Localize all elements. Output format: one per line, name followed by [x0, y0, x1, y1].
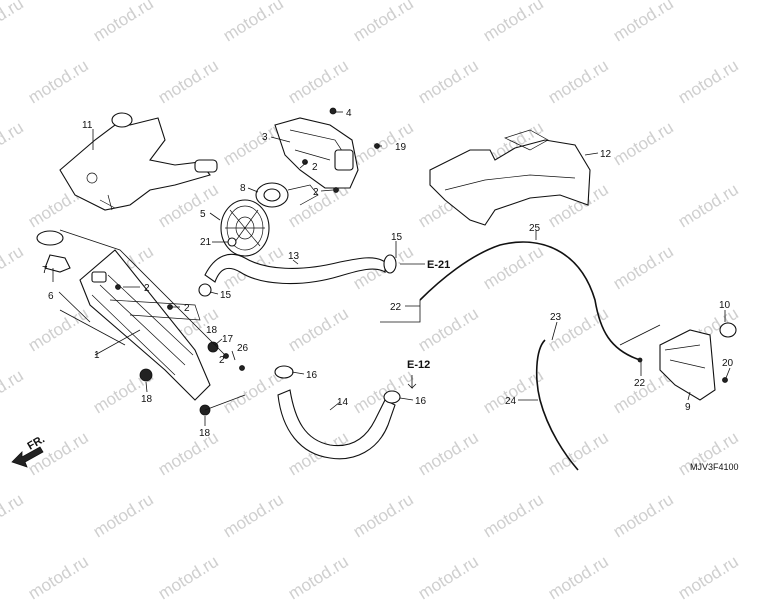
label-part-23: 23: [550, 312, 562, 323]
part-3-fan-cover: [274, 117, 359, 189]
label-part-18c: 18: [199, 428, 211, 439]
direction-label: FR.: [26, 433, 47, 452]
label-part-16b: 16: [415, 396, 427, 407]
part-11-bracket: [59, 112, 218, 211]
label-part-1: 1: [94, 350, 100, 361]
label-part-15a: 15: [391, 232, 403, 243]
label-part-4: 4: [346, 108, 352, 119]
label-part-7: 7: [42, 265, 48, 276]
label-part-5: 5: [200, 209, 206, 220]
label-part-20: 20: [722, 358, 734, 369]
part-12-air-guide: [429, 129, 591, 226]
part-1-radiator: [79, 249, 211, 401]
label-part-13: 13: [288, 251, 300, 262]
part-7-cap: [36, 230, 71, 273]
ref-e12: E-12: [407, 359, 430, 371]
label-part-10: 10: [719, 300, 731, 311]
diagram-drawing: FR. E-21 E-12 MJV3F4100 11 3 4 19 2 2 8 …: [11, 107, 739, 472]
label-part-17: 17: [222, 334, 234, 345]
label-part-6: 6: [48, 291, 54, 302]
label-part-2c: 2: [144, 283, 150, 294]
clamps: [198, 254, 401, 404]
label-part-14: 14: [337, 397, 349, 408]
ref-e21: E-21: [427, 259, 450, 271]
label-part-12: 12: [600, 149, 612, 160]
label-part-22a: 22: [390, 302, 402, 313]
part-5-fan: [220, 199, 270, 257]
label-part-18b: 18: [141, 394, 153, 405]
label-part-21: 21: [200, 237, 212, 248]
part-number-labels: 11 3 4 19 2 2 8 5 21 12 13 15 7 6 1 2 2 …: [42, 108, 734, 439]
label-part-2b: 2: [313, 187, 319, 198]
part-8-fan-motor: [255, 182, 319, 208]
label-part-8: 8: [240, 183, 246, 194]
label-part-15b: 15: [220, 290, 232, 301]
label-part-2e: 2: [219, 355, 225, 366]
ref-e12-arrow: [407, 375, 417, 389]
label-part-11: 11: [82, 120, 93, 131]
label-part-19: 19: [395, 142, 407, 153]
label-part-26: 26: [237, 343, 249, 354]
label-part-25: 25: [529, 223, 541, 234]
label-part-16a: 16: [306, 370, 318, 381]
part-13-hose: [204, 253, 386, 285]
diagram-code: MJV3F4100: [690, 462, 739, 472]
label-part-3: 3: [262, 132, 268, 143]
label-part-18a: 18: [206, 325, 218, 336]
direction-arrow: FR.: [11, 433, 47, 468]
hoses-24-25: [419, 241, 641, 471]
label-part-2d: 2: [184, 303, 190, 314]
label-part-24: 24: [505, 396, 517, 407]
part-9-reserve-tank: [659, 322, 737, 401]
leader-lines: [52, 111, 731, 426]
part-14-hose: [277, 389, 396, 460]
label-part-2a: 2: [312, 162, 318, 173]
label-part-9: 9: [685, 402, 691, 413]
label-part-22b: 22: [634, 378, 646, 389]
